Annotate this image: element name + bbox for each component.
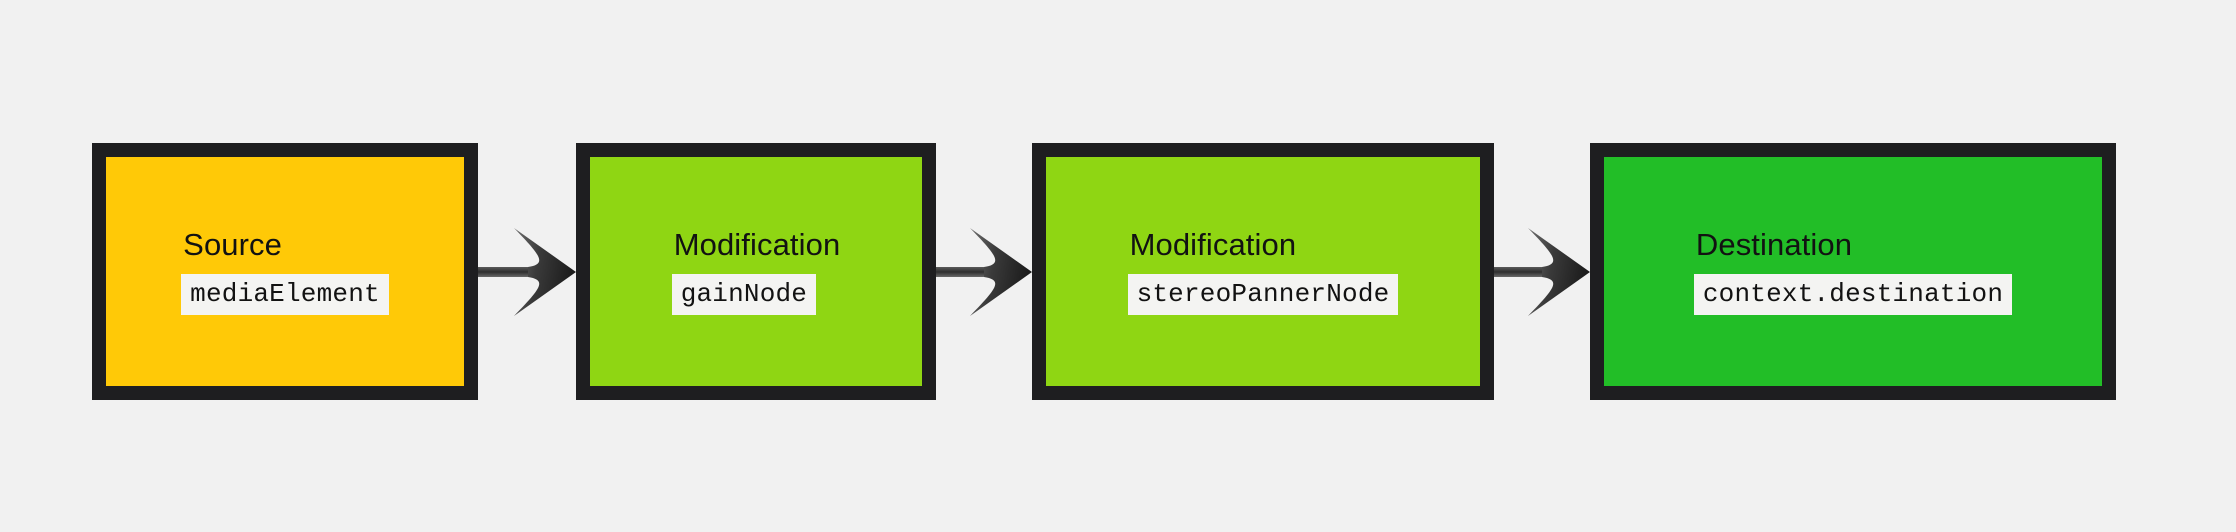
edge-panner-to-destination [1494,226,1590,318]
node-gain-content: Modification gainNode [671,226,841,316]
node-panner-content: Modification stereoPannerNode [1127,226,1399,316]
node-destination[interactable]: Destination context.destination [1590,143,2116,400]
node-source-title: Source [183,226,282,262]
node-panner-code-chip: stereoPannerNode [1127,273,1399,316]
node-destination-title: Destination [1695,226,1853,262]
node-source[interactable]: Source mediaElement [92,143,478,400]
node-panner-title: Modification [1129,226,1297,262]
node-source-content: Source mediaElement [181,226,389,316]
node-destination-content: Destination context.destination [1693,226,2013,316]
node-source-code-chip: mediaElement [181,273,389,316]
node-gain-title: Modification [673,226,841,262]
edge-gain-to-panner [936,226,1032,318]
node-panner[interactable]: Modification stereoPannerNode [1032,143,1494,400]
edge-source-to-gain [478,226,576,318]
node-gain[interactable]: Modification gainNode [576,143,936,400]
node-gain-code-chip: gainNode [671,273,817,316]
node-destination-code-chip: context.destination [1693,273,2013,316]
